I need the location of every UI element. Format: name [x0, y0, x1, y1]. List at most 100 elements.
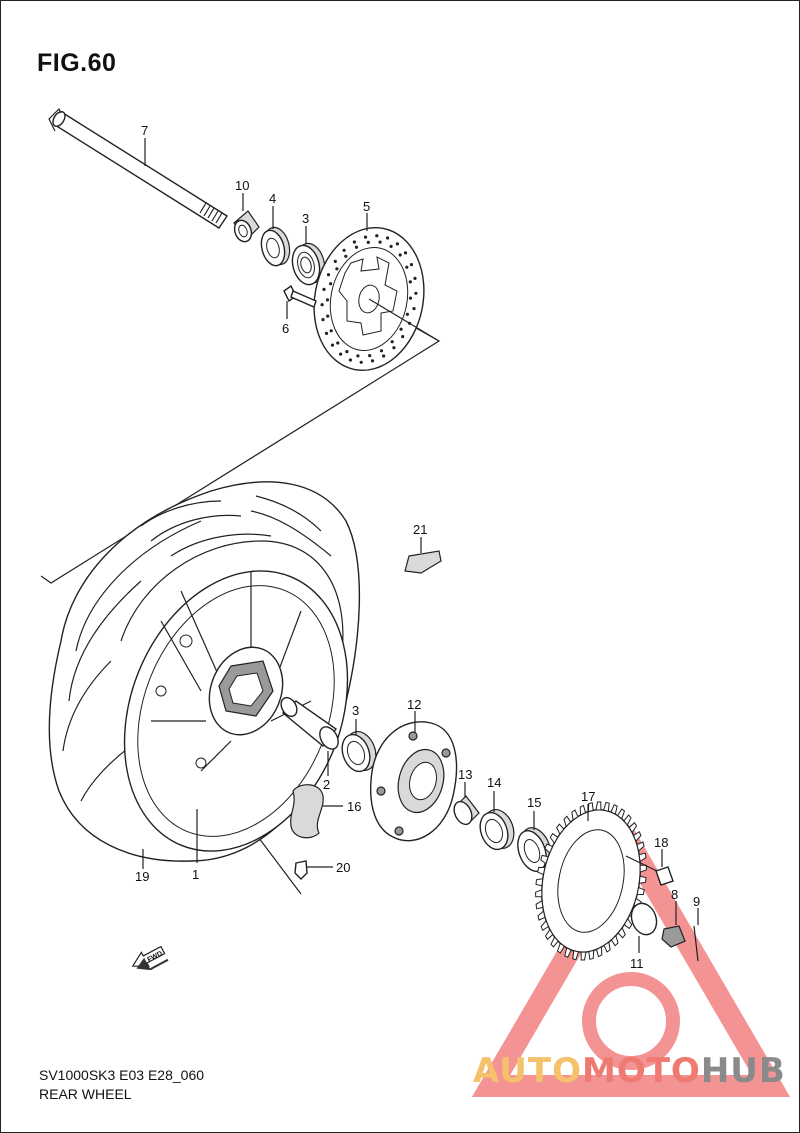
- disc-hole: [324, 331, 329, 335]
- part-9-cotter-pin: [693, 908, 699, 962]
- watermark-text-moto: MOTO: [581, 1051, 701, 1091]
- disc-hole: [382, 354, 386, 358]
- callout-14: 14: [487, 775, 501, 790]
- disc-hole: [344, 254, 348, 258]
- callout-17: 17: [581, 789, 595, 804]
- part-18-stud: [625, 849, 674, 886]
- sprocket-tooth: [617, 808, 626, 820]
- sprocket-tooth: [563, 815, 572, 828]
- figure-title: FIG.60: [37, 49, 117, 77]
- disc-hole: [392, 346, 396, 350]
- sprocket-tooth: [623, 814, 632, 826]
- sprocket-tooth: [603, 941, 611, 953]
- callout-10: 10: [235, 178, 249, 193]
- sprocket-tooth: [579, 804, 587, 816]
- sprocket-tooth: [544, 843, 554, 854]
- sprocket-tooth: [636, 841, 645, 852]
- callout-12: 12: [407, 697, 421, 712]
- disc-hole: [359, 360, 363, 364]
- disc-hole: [326, 273, 331, 277]
- callout-3-top: 3: [302, 211, 309, 226]
- disc-hole: [403, 251, 408, 255]
- callout-19: 19: [135, 869, 149, 884]
- disc-hole: [335, 267, 339, 271]
- fwd-arrow-icon: FWD: [131, 945, 169, 971]
- diagram-name: REAR WHEEL: [39, 1086, 132, 1102]
- sprocket-tooth: [571, 809, 579, 821]
- watermark-text-auto: AUTO: [473, 1051, 582, 1091]
- sprocket-tooth: [610, 934, 619, 947]
- disc-hole: [348, 358, 352, 362]
- sprocket-tooth: [628, 821, 638, 834]
- disc-hole: [408, 296, 413, 300]
- sprocket-tooth: [580, 951, 587, 961]
- callout-5: 5: [363, 199, 370, 214]
- sprocket-tooth: [537, 910, 546, 921]
- sprocket-tooth: [638, 852, 647, 863]
- callout-1: 1: [192, 867, 199, 882]
- part-16-damper: [290, 784, 343, 839]
- watermark-logo: [471, 824, 791, 1097]
- part-17-sprocket: [535, 801, 647, 961]
- sprocket-tooth: [549, 832, 559, 845]
- callout-7: 7: [141, 123, 148, 138]
- sprocket-tooth: [537, 866, 546, 876]
- sprocket-tooth: [602, 801, 610, 812]
- disc-hole: [325, 298, 330, 302]
- callout-2: 2: [323, 777, 330, 792]
- part-10-spacer: [233, 193, 260, 243]
- part-12-sprocket-hub: [369, 711, 458, 842]
- callout-15: 15: [527, 795, 541, 810]
- disc-hole: [354, 245, 359, 249]
- callout-11: 11: [630, 956, 644, 971]
- disc-hole: [333, 259, 337, 263]
- sprocket-tooth: [540, 919, 550, 932]
- part-5-brake-disc: [313, 213, 440, 372]
- watermark-text: AUTOMOTOHUB: [473, 1051, 786, 1091]
- disc-hole: [326, 314, 330, 318]
- sprocket-tooth: [572, 950, 580, 961]
- part-11-spacer: [630, 902, 658, 953]
- disc-hole: [320, 303, 324, 307]
- sprocket-tooth: [617, 926, 626, 939]
- sprocket-tooth: [535, 889, 543, 898]
- part-3-bearing-lower: [341, 719, 377, 773]
- disc-hole: [378, 240, 382, 244]
- disc-hole: [368, 354, 372, 358]
- disc-hole: [342, 248, 346, 252]
- callout-8: 8: [671, 887, 678, 902]
- sprocket-tooth: [540, 854, 549, 865]
- part-7-axle: [48, 107, 228, 229]
- disc-hole: [405, 312, 409, 316]
- disc-hole: [352, 240, 356, 244]
- disc-hole: [321, 318, 325, 322]
- disc-hole: [363, 235, 368, 239]
- sprocket-tooth: [556, 823, 565, 836]
- disc-hole: [329, 329, 333, 333]
- disc-hole: [375, 234, 379, 238]
- sprocket-tooth: [636, 886, 645, 896]
- disc-hole: [398, 253, 402, 257]
- disc-hole: [408, 280, 412, 284]
- sprocket-tooth: [564, 947, 572, 958]
- callout-9: 9: [693, 894, 700, 909]
- part-20-valve: [294, 860, 333, 880]
- disc-hole: [389, 244, 393, 248]
- callout-6: 6: [282, 321, 289, 336]
- watermark-text-hub: HUB: [700, 1051, 786, 1091]
- disc-hole: [336, 341, 340, 345]
- disc-hole: [356, 354, 360, 358]
- disc-hole: [413, 276, 417, 280]
- disc-hole: [345, 350, 349, 354]
- sprocket-tooth: [544, 928, 554, 941]
- disc-hole: [395, 242, 399, 246]
- callout-4: 4: [269, 191, 276, 206]
- callout-20: 20: [336, 860, 350, 875]
- sprocket-tooth: [587, 802, 594, 813]
- sprocket-tooth: [623, 917, 633, 930]
- part-2-collar: [280, 696, 339, 776]
- disc-hole: [412, 307, 416, 311]
- part-1-wheel-rim: [123, 570, 349, 863]
- sprocket-tooth: [610, 804, 618, 815]
